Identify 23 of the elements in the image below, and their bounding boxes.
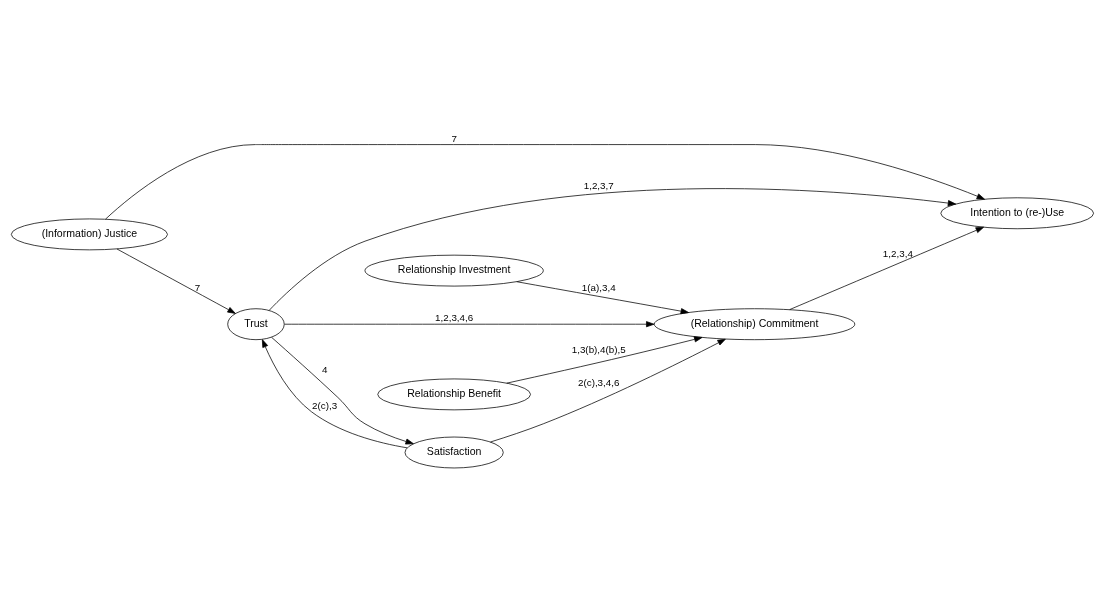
arrow — [516, 280, 689, 314]
node-ellipse: Relationship Investment — [364, 254, 544, 286]
edge-label: 7 — [194, 281, 201, 293]
arrow — [506, 335, 703, 384]
edge-label: 4 — [321, 363, 328, 375]
arrow — [116, 248, 236, 314]
arrow — [268, 187, 957, 311]
arrow — [271, 336, 414, 444]
edge-label: 2(c),3,4,6 — [578, 376, 620, 388]
edge-label: 2(c),3 — [312, 399, 338, 411]
edge-label: 1,2,3,4 — [882, 247, 913, 259]
arrow — [261, 338, 408, 448]
edge-label: 7 — [451, 132, 457, 144]
arrow — [789, 226, 984, 310]
edge-label: 1,2,3,4,6 — [435, 311, 474, 323]
arrow — [284, 320, 655, 327]
node-ellipse: Relationship Benefit — [377, 378, 531, 410]
edge-label: 1(a),3,4 — [581, 281, 616, 293]
node-ellipse: (Information) Justice — [10, 218, 168, 250]
edge-label: 1,2,3,7 — [583, 179, 614, 191]
edge-label: 1,3(b),4(b),5 — [571, 343, 626, 355]
arrow — [105, 143, 985, 220]
arrow — [490, 338, 726, 442]
